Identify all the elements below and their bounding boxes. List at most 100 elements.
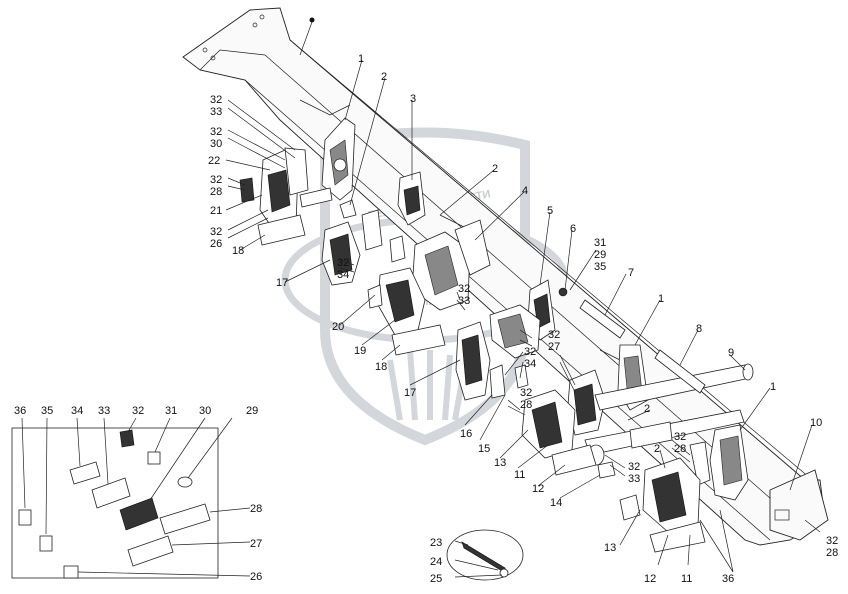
bracket-assembly-13-11 — [521, 389, 576, 459]
base-plates — [257, 187, 706, 553]
callout-label: 18 — [232, 245, 244, 257]
callout-label: 13 — [604, 542, 616, 554]
callout-label: 12 — [532, 483, 544, 495]
callout-label: 14 — [550, 497, 562, 509]
fastener-27 — [127, 535, 174, 567]
callout-label: 17 — [276, 277, 288, 289]
fastener-34 — [69, 461, 101, 485]
fastener-31 — [147, 451, 161, 465]
callout-label: 20 — [332, 321, 344, 333]
legend-number: 34 — [71, 405, 83, 417]
callout-label: 16 — [460, 428, 472, 440]
callout-label: 13 — [494, 457, 506, 469]
callout-label: 32 — [826, 535, 838, 547]
fastener-36 — [18, 509, 32, 526]
fastener-29 — [177, 476, 193, 488]
callout-label: 33 — [210, 106, 222, 118]
strip-7 — [579, 299, 626, 339]
small-parts — [239, 177, 641, 521]
callout-label: 35 — [594, 261, 606, 273]
callout-label: 11 — [514, 469, 525, 481]
legend-number: 33 — [98, 405, 110, 417]
fastener-30 — [119, 497, 159, 531]
callout-label: 32 — [458, 283, 470, 295]
callout-label: 32 — [524, 346, 536, 358]
fastener-33 — [91, 477, 131, 509]
callout-label: 25 — [430, 573, 442, 585]
callout-label: 28 — [674, 443, 686, 455]
bracket-assembly-3 — [397, 171, 426, 226]
callout-label: 3 — [410, 93, 416, 105]
legend-number: 28 — [250, 503, 262, 515]
callout-label: 2 — [654, 443, 660, 455]
callout-label: 32 — [337, 257, 349, 269]
callout-label: 28 — [520, 399, 532, 411]
fastener-35 — [39, 535, 53, 552]
callout-label: 32 — [210, 226, 222, 238]
legend-number: 27 — [250, 538, 262, 550]
legend-number: 26 — [250, 571, 262, 583]
bracket-assembly-17 — [321, 221, 361, 286]
callout-label: 32 — [548, 329, 560, 341]
top-marker-dot — [309, 17, 315, 23]
callout-label: 9 — [728, 347, 734, 359]
callout-label: 1 — [770, 381, 776, 393]
callout-label: 22 — [208, 155, 220, 167]
callout-label: 10 — [810, 417, 822, 429]
callout-label: 15 — [478, 443, 490, 455]
callout-label: 33 — [458, 295, 470, 307]
callout-label: 30 — [210, 138, 222, 150]
fastener-32 — [119, 429, 135, 448]
fastener-legend-box: 36 35 34 33 32 31 30 29 28 27 26 — [11, 405, 262, 583]
callout-label: 4 — [522, 185, 528, 197]
callout-labels: 1 2 3 2 4 5 6 31 29 35 7 1 8 9 1 10 32 2… — [208, 53, 838, 585]
callout-label: 1 — [658, 293, 664, 305]
legend-number: 32 — [132, 405, 144, 417]
callout-label: 6 — [570, 223, 576, 235]
callout-label: 32 — [210, 174, 222, 186]
legend-number: 36 — [14, 405, 26, 417]
callout-label: 8 — [696, 323, 702, 335]
callout-label: 28 — [826, 547, 838, 559]
bracket-assembly-right — [689, 424, 749, 501]
bracket-assembly-lower-17 — [455, 321, 491, 401]
callout-label: 18 — [375, 361, 387, 373]
shaft-9 — [594, 363, 754, 411]
legend-number: 35 — [41, 405, 53, 417]
callout-label: 32 — [674, 431, 686, 443]
callout-label: 21 — [210, 205, 222, 217]
callout-label: 32 — [210, 94, 222, 106]
bracket-assembly-1 — [321, 117, 356, 201]
legend-number: 29 — [246, 405, 258, 417]
bracket-assembly-bottom-right — [642, 457, 701, 533]
fastener-28 — [159, 503, 211, 535]
callout-label: 19 — [354, 345, 366, 357]
callout-label: 2 — [381, 71, 387, 83]
leader-lines — [225, 21, 821, 578]
callout-label: 28 — [210, 186, 222, 198]
callout-label: 36 — [722, 573, 734, 585]
bracket-assembly-32-27 — [489, 304, 541, 359]
strip-8 — [654, 349, 706, 394]
shaft-lower — [584, 409, 745, 466]
callout-label: 1 — [358, 53, 364, 65]
callout-label: 29 — [594, 249, 606, 261]
callout-label: 27 — [548, 341, 560, 353]
callout-label: 11 — [681, 573, 692, 585]
callout-label: 26 — [210, 238, 222, 250]
pin-detail-ellipse — [446, 529, 524, 581]
callout-label: 34 — [524, 358, 536, 370]
callout-label: 2 — [644, 403, 650, 415]
bracket-assembly-2 — [259, 147, 309, 233]
callout-label: 12 — [644, 573, 656, 585]
legend-number: 31 — [165, 405, 177, 417]
callout-label: 24 — [430, 556, 442, 568]
legend-number: 30 — [199, 405, 211, 417]
callout-label: 31 — [594, 237, 606, 249]
callout-label: 2 — [492, 163, 498, 175]
fastener-26 — [63, 565, 79, 579]
callout-label: 17 — [404, 387, 416, 399]
callout-label: 33 — [628, 473, 640, 485]
callout-label: 32 — [520, 387, 532, 399]
